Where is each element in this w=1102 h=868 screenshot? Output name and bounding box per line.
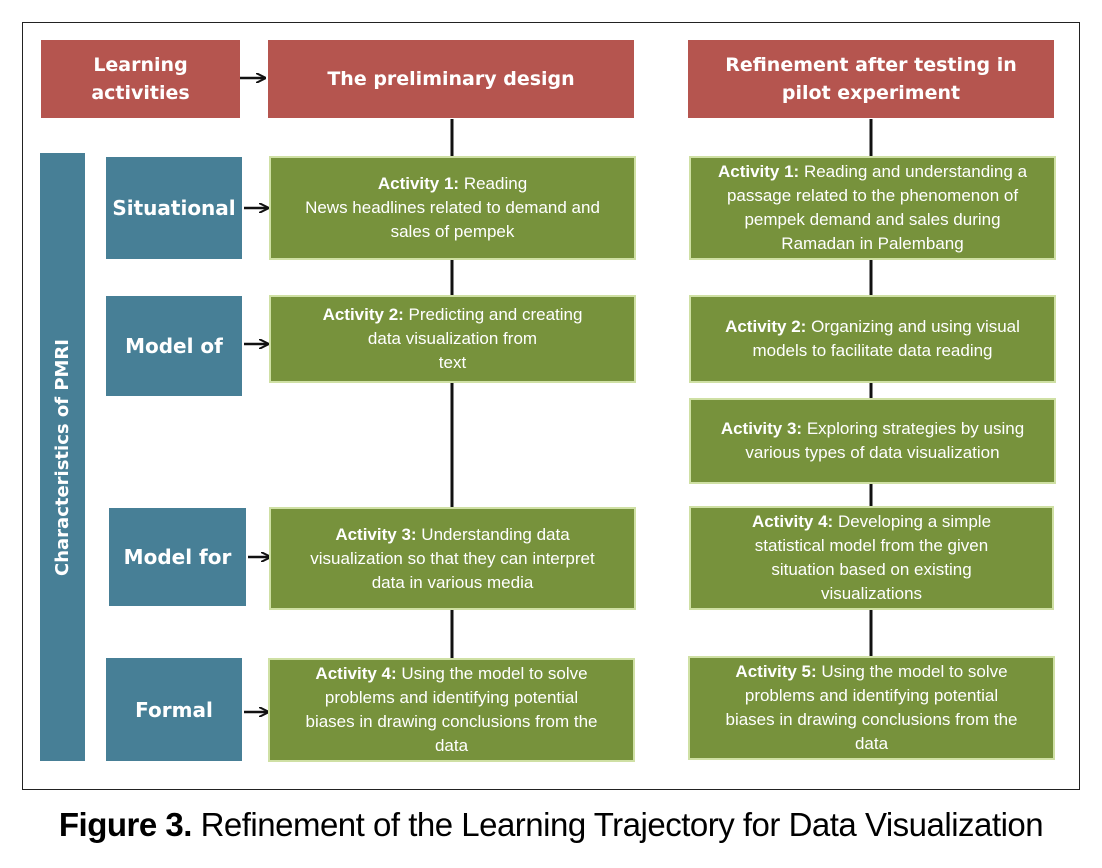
- header-preliminary-design: The preliminary design: [268, 40, 634, 118]
- refined-activity-2: Activity 2: Organizing and using visual …: [689, 295, 1056, 383]
- level-model-for: Model for: [109, 508, 246, 606]
- refined-activity-1: Activity 1: Reading and understanding a …: [689, 156, 1056, 260]
- characteristics-pmri-bar: Characteristics of PMRI: [40, 153, 85, 761]
- refined-activity-3: Activity 3: Exploring strategies by usin…: [689, 398, 1056, 484]
- level-model-of: Model of: [106, 296, 242, 396]
- level-situational: Situational: [106, 157, 242, 259]
- refined-activity-5: Activity 5: Using the model to solve pro…: [688, 656, 1055, 760]
- header-refinement: Refinement after testing in pilot experi…: [688, 40, 1054, 118]
- figure-caption-text: Refinement of the Learning Trajectory fo…: [200, 806, 1044, 843]
- preliminary-activity-3: Activity 3: Understanding data visualiza…: [269, 507, 636, 610]
- header-learning-activities: Learning activities: [41, 40, 240, 118]
- figure-frame: [22, 22, 1080, 790]
- figure-label: Figure 3.: [58, 806, 193, 843]
- level-formal: Formal: [106, 658, 242, 761]
- preliminary-activity-4: Activity 4: Using the model to solve pro…: [268, 658, 635, 762]
- figure-caption: Figure 3. Refinement of the Learning Tra…: [0, 806, 1102, 844]
- preliminary-activity-2: Activity 2: Predicting and creating data…: [269, 295, 636, 383]
- preliminary-activity-1: Activity 1: Reading News headlines relat…: [269, 156, 636, 260]
- refined-activity-4: Activity 4: Developing a simple statisti…: [689, 506, 1054, 610]
